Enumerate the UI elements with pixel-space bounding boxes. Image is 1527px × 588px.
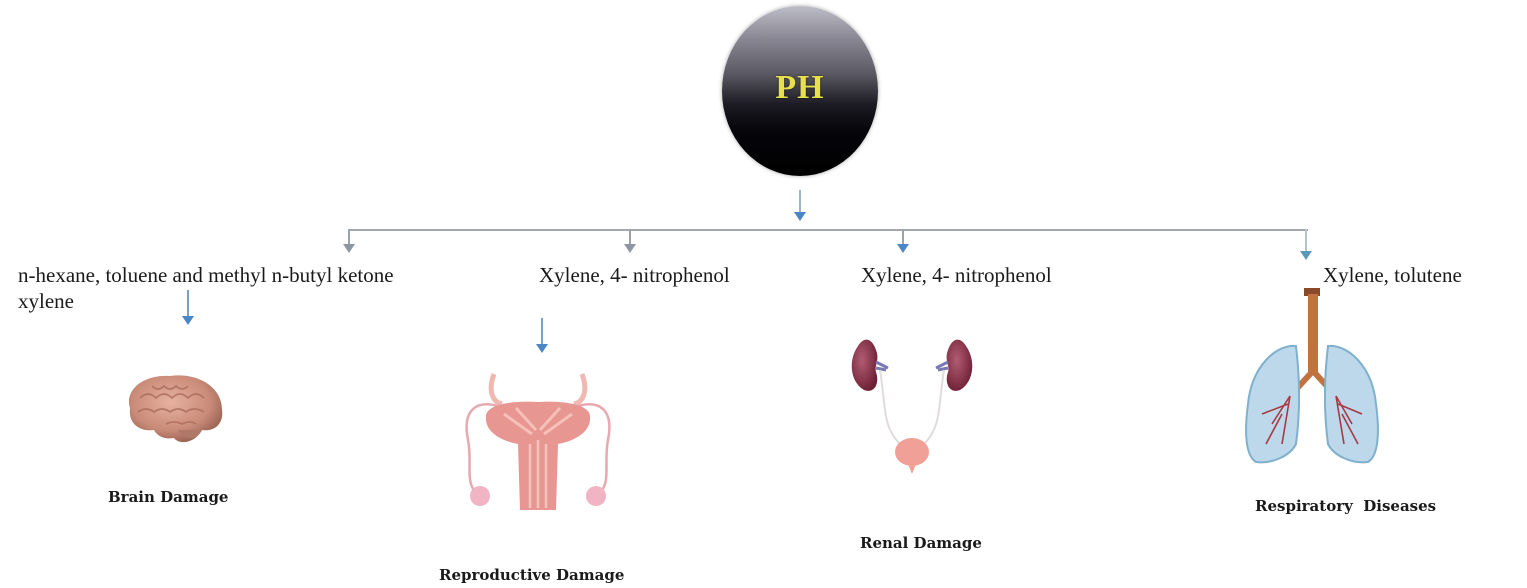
root-node-ph: PH xyxy=(722,6,878,176)
branch-4-caption: Respiratory Diseases xyxy=(1255,497,1437,515)
arrow-down-icon xyxy=(343,244,355,253)
branch-4-connector xyxy=(1305,229,1307,251)
chemicals-line-1: Xylene, 4- nitrophenol xyxy=(539,263,730,287)
arrow-down-icon xyxy=(794,212,806,221)
arrow-down-icon xyxy=(897,244,909,253)
branch-3-connector xyxy=(902,229,904,246)
branch-2-chemicals: Xylene, 4- nitrophenol xyxy=(539,262,730,288)
branch-2-organ-connector xyxy=(541,318,543,346)
arrow-down-icon xyxy=(1300,251,1312,260)
branch-1-connector xyxy=(348,229,350,246)
chemicals-line-1: Xylene, tolutene xyxy=(1323,263,1462,287)
root-label: PH xyxy=(775,69,825,106)
chemicals-line-1: n-hexane, toluene and methyl n-butyl ket… xyxy=(18,263,394,287)
arrow-down-icon xyxy=(182,316,194,325)
branch-2-caption: Reproductive Damage xyxy=(439,566,625,584)
branch-3-caption: Renal Damage xyxy=(860,534,982,552)
brain-icon xyxy=(118,368,230,448)
arrow-down-icon xyxy=(624,244,636,253)
branch-bus-line xyxy=(348,229,1308,231)
lungs-icon xyxy=(1242,284,1382,466)
chemicals-line-2: xylene xyxy=(18,289,74,313)
branch-4-chemicals: Xylene, tolutene xyxy=(1323,262,1462,288)
branch-1-organ-connector xyxy=(187,290,189,318)
kidneys-icon xyxy=(846,326,978,486)
branch-1-caption: Brain Damage xyxy=(108,488,229,506)
chemicals-line-1: Xylene, 4- nitrophenol xyxy=(861,263,1052,287)
root-connector xyxy=(799,190,801,214)
branch-1-chemicals: n-hexane, toluene and methyl n-butyl ket… xyxy=(18,262,394,314)
branch-2-connector xyxy=(629,229,631,246)
reproductive-system-icon xyxy=(458,370,618,520)
arrow-down-icon xyxy=(536,344,548,353)
branch-3-chemicals: Xylene, 4- nitrophenol xyxy=(861,262,1052,288)
